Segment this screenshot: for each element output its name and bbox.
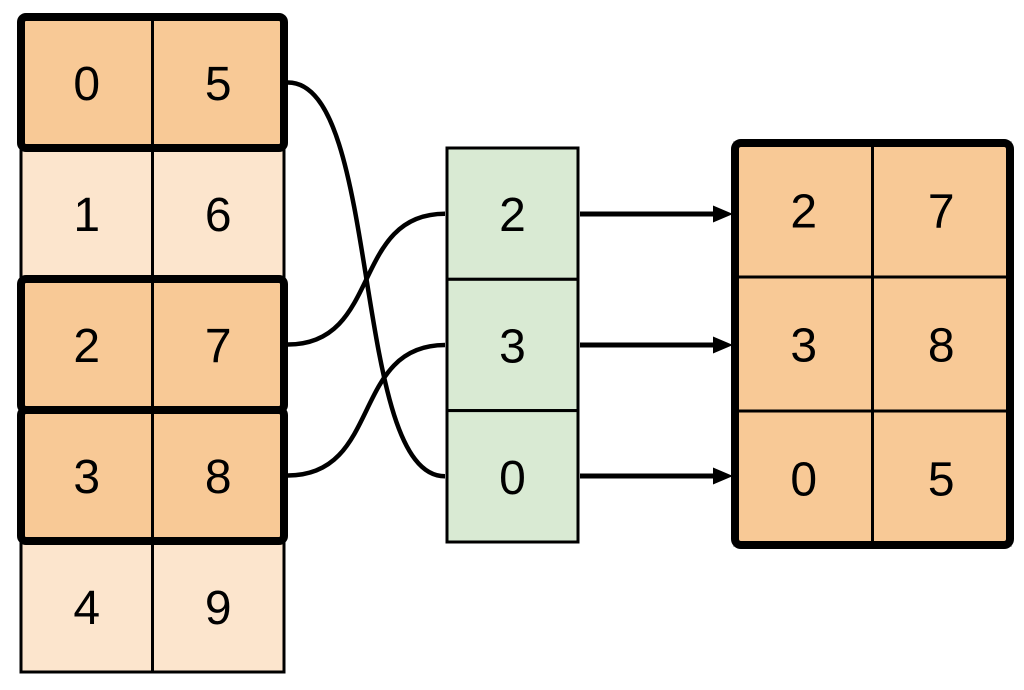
arrow-index0-to-result0 — [580, 205, 733, 223]
source-cell-r0c0 — [19, 15, 154, 150]
curve-row2-to-index2 — [287, 211, 446, 347]
result-cell-r2c1 — [871, 409, 1012, 547]
source-value: 9 — [205, 582, 232, 635]
source-value: 4 — [73, 582, 100, 635]
arrow-index1-to-result1 — [580, 336, 733, 354]
source-cell-r0c1 — [151, 15, 286, 150]
source-value: 3 — [73, 451, 100, 504]
source-value: 5 — [205, 58, 232, 111]
source-value: 6 — [205, 189, 232, 242]
source-table: 0 5 1 6 2 7 3 8 4 9 — [17, 13, 288, 674]
source-value: 1 — [73, 189, 100, 242]
index-column: 2 3 0 — [445, 146, 580, 544]
index-cell-1 — [445, 277, 580, 413]
source-value: 8 — [205, 451, 232, 504]
highlight-frame-row0 — [17, 13, 288, 152]
index-cell-0 — [445, 146, 580, 281]
source-cell-r3c1 — [151, 408, 286, 543]
arrowhead-icon — [713, 205, 733, 223]
result-cell-r2c0 — [733, 409, 874, 547]
source-value: 7 — [205, 320, 232, 373]
result-value: 3 — [790, 320, 817, 373]
source-cell-r2c1 — [151, 277, 286, 412]
index-arrows — [580, 205, 733, 485]
arrowhead-icon — [713, 336, 733, 354]
index-value: 2 — [499, 189, 526, 242]
result-value: 2 — [790, 186, 817, 239]
result-value: 8 — [928, 320, 955, 373]
source-cell-r4c0 — [19, 539, 154, 674]
source-value: 2 — [73, 320, 100, 373]
index-value: 3 — [499, 321, 526, 374]
source-cell-r4c1 — [151, 539, 286, 674]
source-cell-r1c1 — [151, 146, 286, 281]
result-value: 5 — [928, 454, 955, 507]
highlight-frame-row3 — [17, 406, 288, 545]
result-cell-r1c0 — [733, 275, 874, 413]
arrow-index2-to-result2 — [580, 467, 733, 485]
result-value: 7 — [928, 186, 955, 239]
result-cell-r1c1 — [871, 275, 1012, 413]
curve-row3-to-index3 — [287, 342, 446, 478]
result-table-frame — [731, 139, 1014, 549]
arrowhead-icon — [713, 467, 733, 485]
result-table: 2 7 3 8 0 5 — [731, 139, 1014, 549]
index-value: 0 — [499, 452, 526, 505]
mapping-curves — [287, 80, 446, 479]
result-value: 0 — [790, 454, 817, 507]
index-cell-2 — [445, 409, 580, 544]
source-value: 0 — [73, 58, 100, 111]
